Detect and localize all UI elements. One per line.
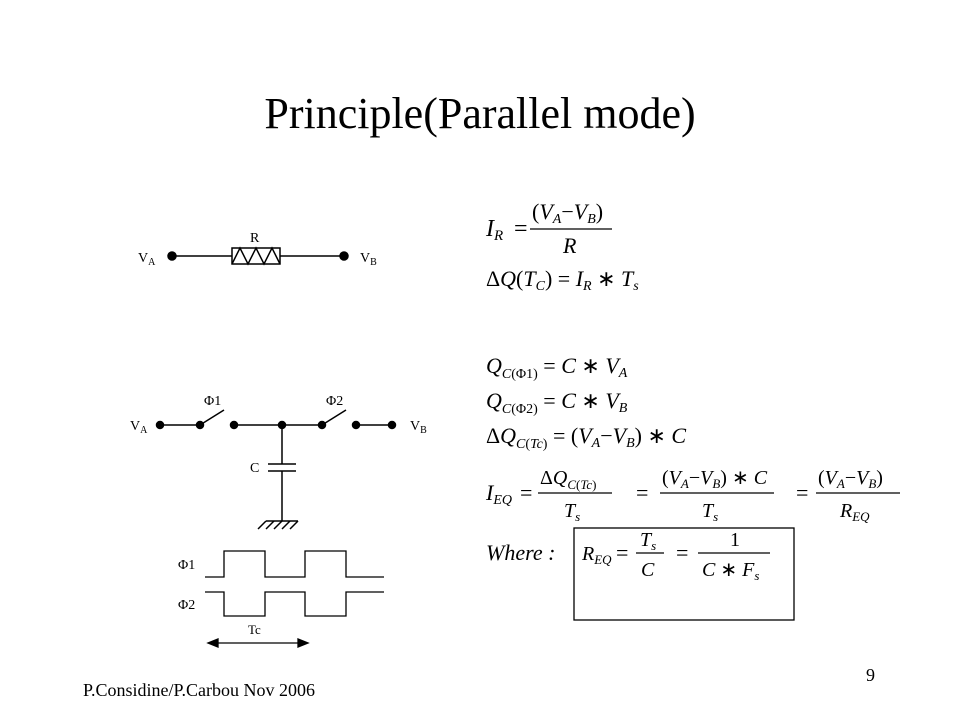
equation-delta-q: ΔQ(TC) = IR ∗ Ts [486,266,639,294]
svg-text:=: = [636,480,648,505]
label-c: C [250,461,259,476]
label-phi2-switch: Φ2 [326,394,343,409]
switch1-blade [199,409,225,426]
svg-text:REQ: REQ [581,543,612,567]
slide-title: Principle(Parallel mode) [264,89,696,138]
equation-qc-phi2: QC(Φ2) = C ∗ VB [486,388,628,417]
svg-text:REQ: REQ [839,500,870,524]
ground-hatch-5 [289,520,299,530]
label-tc: Tc [248,622,261,637]
switch2-blade [321,409,347,426]
label-phi1-switch: Φ1 [204,394,221,409]
label-vb-switch: VB [410,419,427,436]
resistor-zigzag [231,246,281,266]
svg-text:Where :: Where : [486,540,555,565]
label-va-resistor: VA [138,251,156,268]
switched-cap-circuit [155,409,397,530]
node-vb-switch [387,420,397,430]
svg-text:C: C [641,559,655,581]
svg-text:QC(Φ2) = C ∗ VB: QC(Φ2) = C ∗ VB [486,388,628,417]
ground-hatch-4 [281,520,291,530]
svg-text:IEQ: IEQ [485,480,512,508]
svg-text:=: = [676,540,688,565]
period-arrow-left-head [206,638,219,648]
svg-text:ΔQ(TC) = IR ∗ Ts: ΔQ(TC) = IR ∗ Ts [486,266,639,294]
label-va-switch: VA [130,419,148,436]
svg-text:Ts: Ts [640,529,656,553]
svg-text:IR: IR [485,216,503,244]
svg-text:=: = [520,480,532,505]
svg-text:ΔQC(Tc): ΔQC(Tc) [540,467,597,492]
svg-text:QC(Φ1) = C ∗ VA: QC(Φ1) = C ∗ VA [486,353,628,382]
label-phi2-timing: Φ2 [178,598,195,613]
ground-hatch-1 [257,520,267,530]
svg-text:ΔQC(Tc) = (VA−VB) ∗ C: ΔQC(Tc) = (VA−VB) ∗ C [486,423,686,452]
svg-text:=: = [796,480,808,505]
label-vb-resistor: VB [360,251,377,268]
equation-ir: IR = (VA−VB) R [485,199,612,258]
svg-text:=: = [514,216,528,242]
page-number: 9 [866,665,875,685]
label-r: R [250,231,260,246]
svg-text:(VA−VB): (VA−VB) [532,199,603,227]
svg-text:(VA−VB): (VA−VB) [818,467,883,491]
svg-text:Ts: Ts [702,500,718,524]
footer-credit: P.Considine/P.Carbou Nov 2006 [83,680,316,700]
ground-hatch-2 [265,520,275,530]
svg-text:Ts: Ts [564,500,580,524]
where-box [573,527,795,621]
ground-hatch-3 [273,520,283,530]
svg-text:R: R [562,233,577,258]
resistor-circuit [167,246,349,266]
svg-text:1: 1 [730,529,740,551]
equation-qc-phi1: QC(Φ1) = C ∗ VA [486,353,628,382]
phi2-waveform [205,591,384,617]
equation-where: Where : REQ = Ts C = 1 C ∗ Fs [486,527,795,621]
svg-text:(VA−VB) ∗ C: (VA−VB) ∗ C [662,467,768,491]
timing-diagram [205,550,384,648]
equation-delta-qc: ΔQC(Tc) = (VA−VB) ∗ C [486,423,686,452]
label-phi1-timing: Φ1 [178,558,195,573]
period-arrow-right-head [297,638,310,648]
node-vb-resistor [339,251,349,261]
equation-ieq: IEQ = ΔQC(Tc) Ts = (VA−VB) ∗ C Ts = (VA−… [485,467,900,524]
svg-text:C ∗ Fs: C ∗ Fs [702,559,759,583]
svg-text:=: = [616,540,628,565]
equations: IR = (VA−VB) R ΔQ(TC) = IR ∗ Ts QC(Φ1) =… [485,199,900,621]
phi1-waveform [205,550,384,578]
